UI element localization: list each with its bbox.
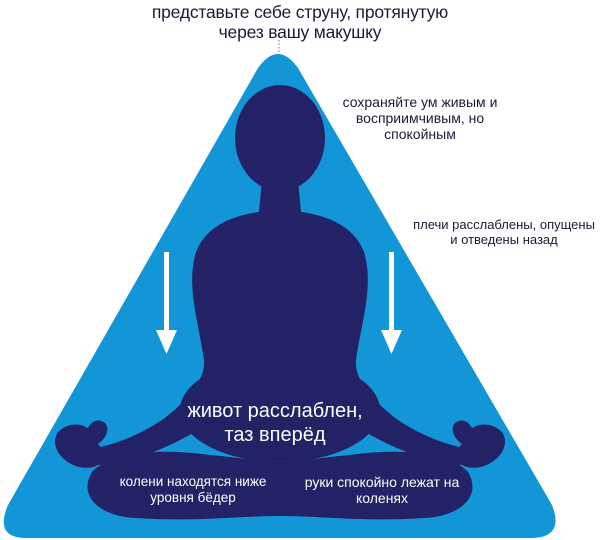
- belly-instruction-label: живот расслаблен, таз вперёд: [187, 400, 363, 446]
- mind-instruction-label: сохраняйте ум живым и восприимчивым, но …: [342, 94, 498, 143]
- meditating-figure-icon: [55, 85, 505, 520]
- knees-instruction-label: колени находятся ниже уровня бёдер: [119, 474, 267, 505]
- down-arrow-icon: [156, 252, 177, 354]
- down-arrow-icon: [381, 252, 402, 354]
- shoulders-instruction-label: плечи расслаблены, опущены и отведены на…: [413, 217, 595, 247]
- string-instruction-label: представьте себе струну, протянутую чере…: [151, 2, 449, 43]
- hands-instruction-label: руки спокойно лежат на коленях: [304, 474, 460, 507]
